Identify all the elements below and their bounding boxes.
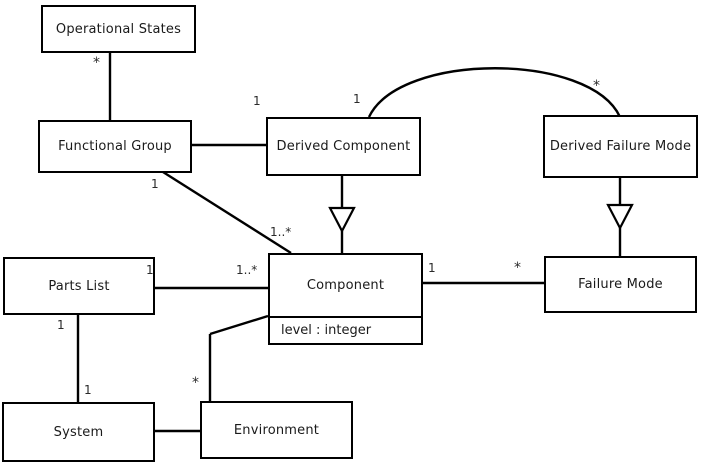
class-name-component: Component (306, 278, 385, 293)
multiplicity-label-component-right: 1 (428, 261, 436, 275)
multiplicity-label-component-left: 1..* (236, 263, 258, 277)
class-box-derived-failure-mode[interactable]: Derived Failure Mode (543, 115, 698, 178)
multiplicity-label-parts-list-bottom: 1 (57, 318, 65, 332)
multiplicity-label-functional-group-bottom: 1 (151, 177, 159, 191)
class-name-failure-mode: Failure Mode (578, 277, 663, 292)
multiplicity-label-system-top: 1 (84, 383, 92, 397)
multiplicity-label-parts-list-right: 1 (146, 263, 154, 277)
edge-functional-group-component (162, 170, 292, 255)
multiplicity-label-arc-left: 1 (353, 92, 361, 106)
class-box-failure-mode[interactable]: Failure Mode (544, 256, 697, 313)
multiplicity-label-environment-top: * (192, 375, 199, 391)
class-attribute-component-level: level : integer (270, 316, 421, 343)
generalization-triangle-icon-failure-mode (606, 203, 634, 231)
class-box-derived-component[interactable]: Derived Component (266, 117, 421, 176)
class-box-component[interactable]: Component level : integer (268, 253, 423, 345)
class-box-parts-list[interactable]: Parts List (3, 257, 155, 315)
class-box-operational-states[interactable]: Operational States (41, 5, 196, 53)
class-name-environment: Environment (233, 422, 320, 438)
class-box-system[interactable]: System (2, 402, 155, 462)
multiplicity-label-derived-component-left: 1 (253, 94, 261, 108)
generalization-triangle-icon-component (328, 206, 356, 234)
multiplicity-label-component-top-diagonal: 1..* (270, 225, 292, 239)
class-name-system: System (53, 424, 104, 440)
class-name-functional-group: Functional Group (58, 139, 172, 154)
class-name-derived-failure-mode: Derived Failure Mode (549, 139, 692, 154)
edge-component-environment-diagonal (209, 314, 269, 336)
class-box-environment[interactable]: Environment (200, 401, 353, 459)
class-name-derived-component: Derived Component (276, 139, 411, 154)
class-box-functional-group[interactable]: Functional Group (38, 120, 192, 173)
multiplicity-label-arc-right: * (593, 78, 600, 94)
edge-derived-component-derived-failure-mode-arc (367, 67, 622, 118)
multiplicity-label-operational-states: * (93, 55, 100, 71)
multiplicity-label-failure-mode-left: * (514, 260, 521, 276)
class-name-parts-list: Parts List (48, 278, 110, 294)
class-name-operational-states: Operational States (55, 21, 182, 37)
